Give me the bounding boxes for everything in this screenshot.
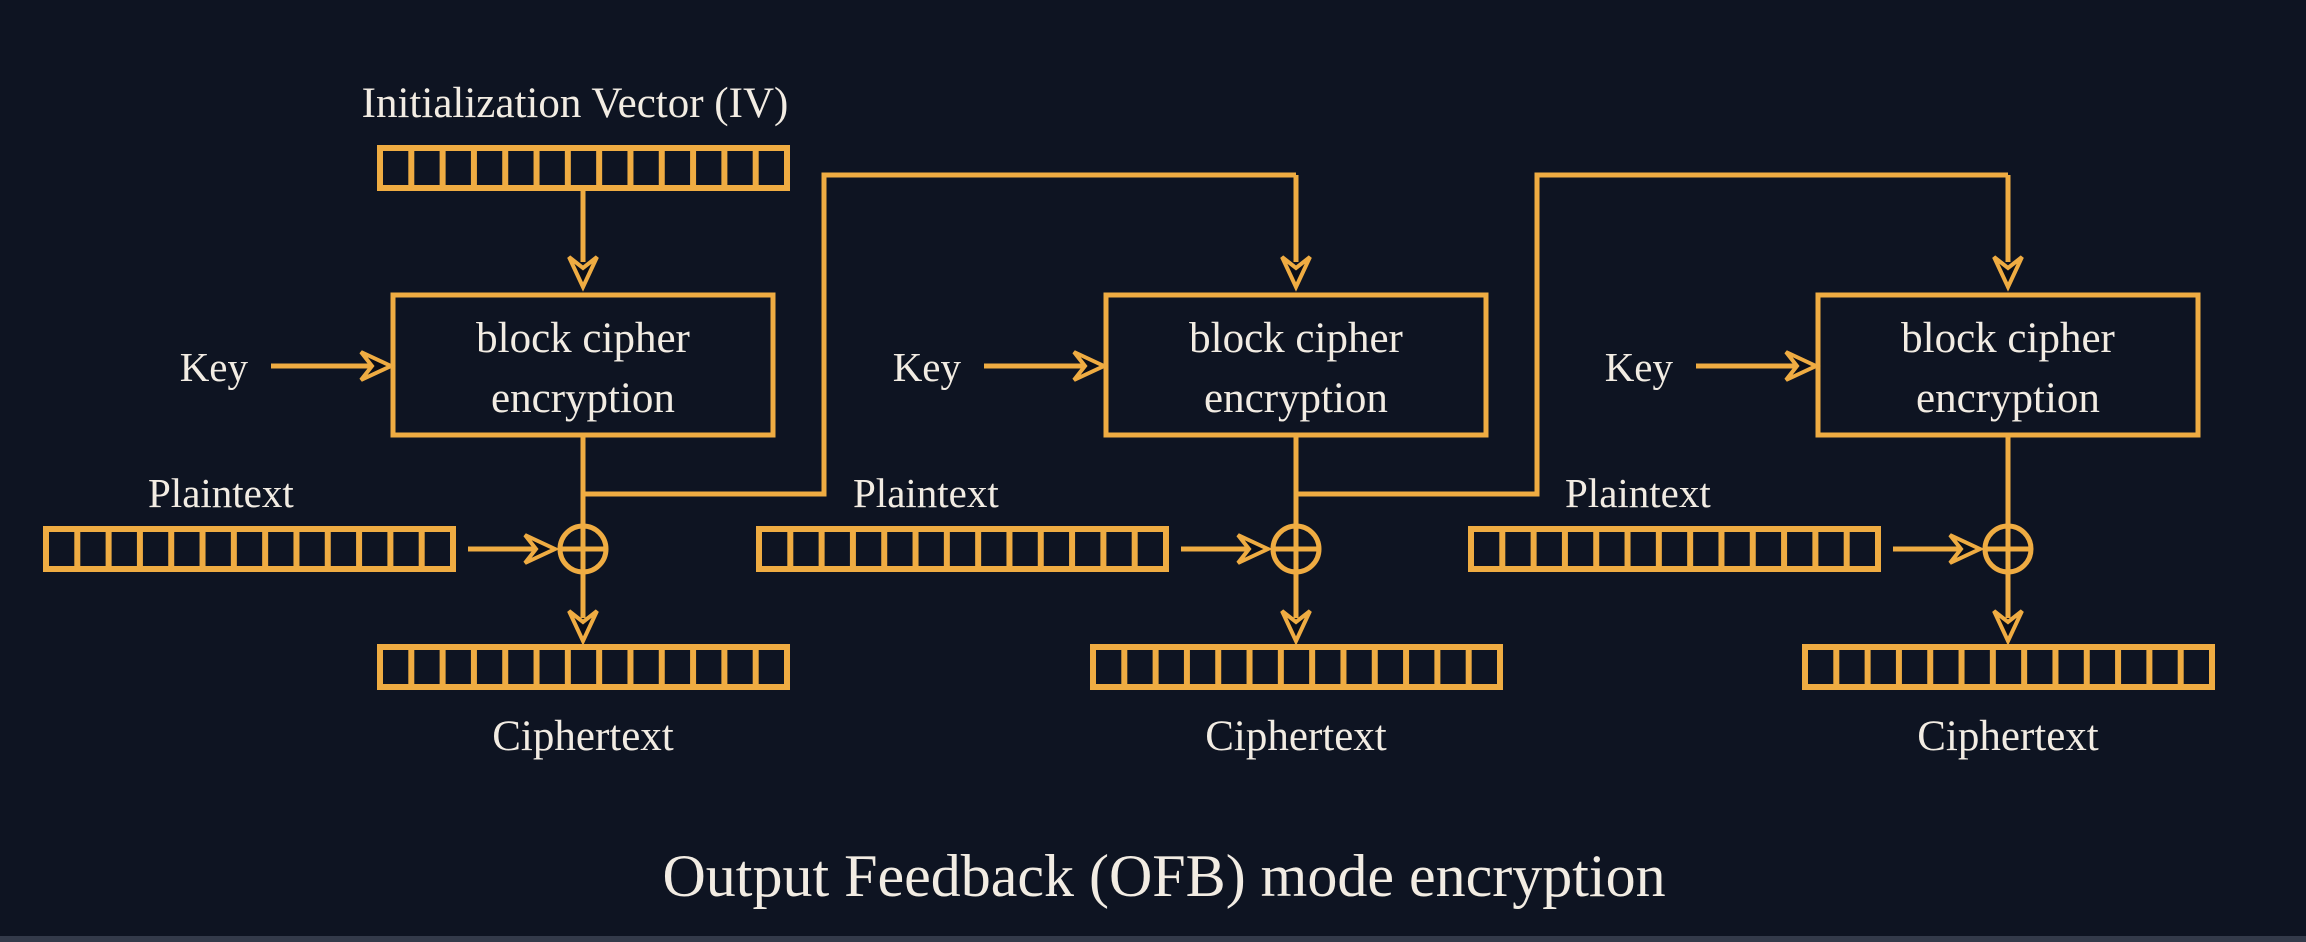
arrow-right-icon: [359, 350, 396, 382]
ciphertext-label-2: Ciphertext: [1205, 713, 1387, 760]
plaintext-register-outline-2: [756, 526, 1169, 572]
ofb-stage-2: Key block cipher encryption Plaintext Ci…: [756, 172, 2024, 760]
arrow-right-icon: [1948, 533, 1985, 565]
arrow-right-icon: [523, 533, 560, 565]
arrow-down-icon: [1280, 609, 1312, 646]
block-cipher-text-line2-3: encryption: [1916, 375, 2100, 422]
plaintext-register-2: [756, 526, 1169, 572]
block-cipher-text-line1-3: block cipher: [1901, 315, 2115, 362]
block-cipher-text-line1-2: block cipher: [1189, 315, 1403, 362]
bottom-edge-strip: [0, 936, 2306, 942]
block-cipher-text-line2-1: encryption: [491, 375, 675, 422]
plaintext-label-1: Plaintext: [148, 470, 294, 516]
ciphertext-register-outline-1: [377, 644, 790, 690]
ciphertext-register-2: [1090, 644, 1503, 690]
arrow-down-icon: [567, 255, 599, 292]
arrow-right-icon: [1236, 533, 1273, 565]
iv-label: Initialization Vector (IV): [362, 80, 789, 127]
plaintext-register-outline-3: [1468, 526, 1881, 572]
plaintext-register-1: [43, 526, 456, 572]
plaintext-label-2: Plaintext: [853, 470, 999, 516]
xor-node-2: [1270, 523, 1322, 575]
arrow-down-icon: [1992, 609, 2024, 646]
arrow-down-icon: [1280, 255, 1312, 292]
ciphertext-register-1: [377, 644, 790, 690]
ciphertext-register-3: [1802, 644, 2215, 690]
block-cipher-text-line1-1: block cipher: [476, 315, 690, 362]
plaintext-register-outline-1: [43, 526, 456, 572]
block-cipher-text-line2-2: encryption: [1204, 375, 1388, 422]
plaintext-register-3: [1468, 526, 1881, 572]
arrow-down-icon: [1992, 255, 2024, 292]
iv-register: [377, 145, 790, 191]
key-label-3: Key: [1605, 344, 1674, 390]
feedback-wire-2: [1296, 172, 2008, 497]
ofb-stage-1: Initialization Vector (IV) Key block cip…: [43, 80, 1312, 760]
xor-node-1: [557, 523, 609, 575]
diagram-title: Output Feedback (OFB) mode encryption: [662, 843, 1665, 909]
ciphertext-label-1: Ciphertext: [492, 713, 674, 760]
feedback-wire-1: [583, 172, 1296, 497]
ofb-stage-3: Key block cipher encryption Plaintext Ci…: [1468, 292, 2215, 760]
arrow-right-icon: [1784, 350, 1821, 382]
key-label-2: Key: [893, 344, 962, 390]
ciphertext-register-outline-3: [1802, 644, 2215, 690]
key-label-1: Key: [180, 344, 249, 390]
ciphertext-register-outline-2: [1090, 644, 1503, 690]
plaintext-label-3: Plaintext: [1565, 470, 1711, 516]
arrow-down-icon: [567, 609, 599, 646]
ciphertext-label-3: Ciphertext: [1917, 713, 2099, 760]
arrow-right-icon: [1072, 350, 1109, 382]
xor-node-3: [1982, 523, 2034, 575]
